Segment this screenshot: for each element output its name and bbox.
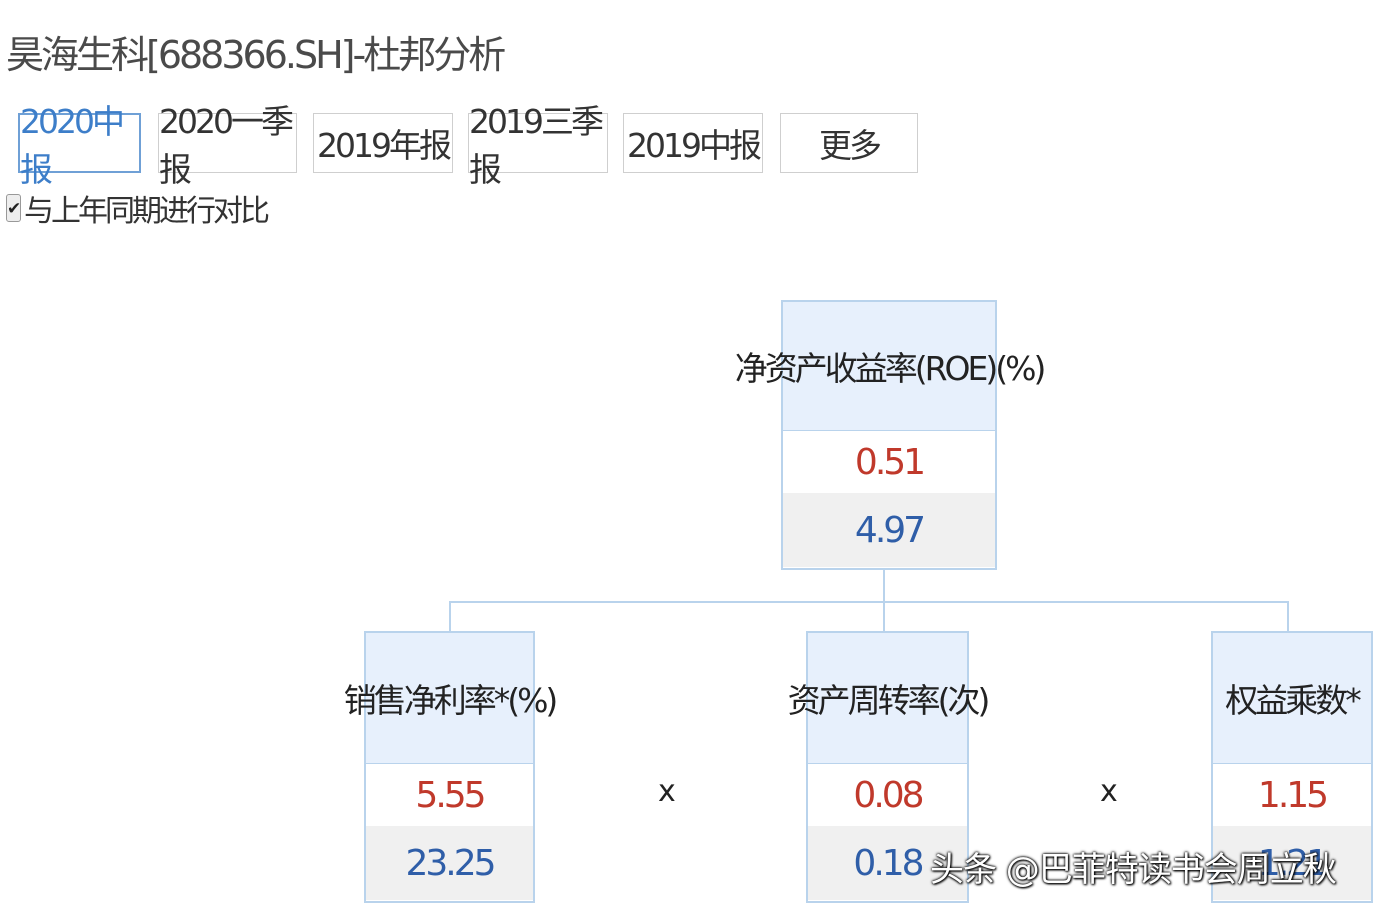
roe-previous-value: 4.97 — [783, 493, 995, 567]
equity-multiplier-current: 1.15 — [1213, 764, 1371, 826]
equity-multiplier-previous: 1.21 — [1213, 826, 1371, 900]
connector-horizontal — [449, 601, 1289, 603]
net-profit-margin-node[interactable]: 销售净利率*(%) 5.55 23.25 — [344, 631, 558, 903]
connector-left-down — [449, 601, 451, 633]
asset-turnover-title: 资产周转率(次) — [788, 633, 990, 764]
compare-option[interactable]: ✔ 与上年同期进行对比 — [6, 186, 270, 230]
net-profit-margin-previous: 23.25 — [366, 826, 533, 900]
equity-multiplier-node[interactable]: 权益乘数* 1.15 1.21 — [1211, 631, 1373, 903]
tab-2019-interim[interactable]: 2019中报 — [623, 113, 763, 173]
equity-multiplier-title: 权益乘数* — [1213, 633, 1371, 764]
asset-turnover-node[interactable]: 资产周转率(次) 0.08 0.18 — [788, 631, 990, 903]
connector-right-down — [1287, 601, 1289, 633]
tab-2020-q1[interactable]: 2020一季报 — [158, 102, 297, 189]
tab-2019-q3[interactable]: 2019三季报 — [468, 102, 608, 189]
asset-turnover-previous: 0.18 — [808, 826, 967, 900]
roe-current-value: 0.51 — [783, 431, 995, 493]
roe-node[interactable]: 净资产收益率(ROE)(%) 0.51 4.97 — [735, 300, 1046, 570]
asset-turnover-current: 0.08 — [808, 764, 967, 826]
multiply-operator-1: x — [658, 774, 676, 809]
page-title: 昊海生科[688366.SH]-杜邦分析 — [6, 33, 506, 77]
connector-middle-down — [883, 601, 885, 633]
compare-checkbox[interactable]: ✔ — [6, 194, 21, 222]
tab-2019-annual[interactable]: 2019年报 — [313, 113, 453, 173]
tab-more[interactable]: 更多 — [780, 113, 918, 173]
net-profit-margin-current: 5.55 — [366, 764, 533, 826]
connector-root-down — [883, 568, 885, 602]
tab-2020-interim[interactable]: 2020中报 — [18, 102, 141, 189]
net-profit-margin-title: 销售净利率*(%) — [344, 633, 558, 764]
multiply-operator-2: x — [1100, 774, 1118, 809]
watermark-text: 头条 @巴菲特读书会周立秋 — [930, 850, 1337, 890]
roe-title: 净资产收益率(ROE)(%) — [735, 302, 1046, 431]
compare-label: 与上年同期进行对比 — [24, 194, 270, 229]
